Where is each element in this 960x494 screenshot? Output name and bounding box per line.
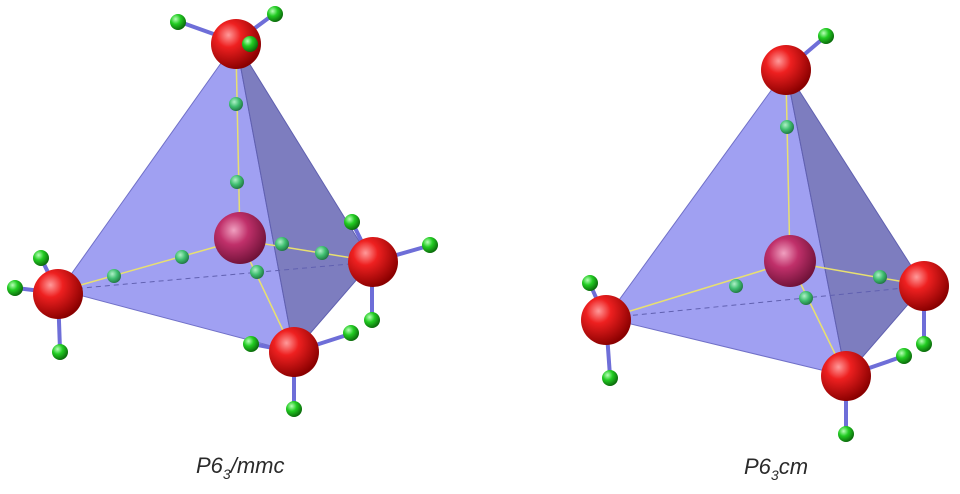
left-midpoint: [229, 97, 243, 111]
right-midpoint: [873, 270, 887, 284]
right-face-side: [785, 69, 925, 378]
left-hydrogen: [7, 280, 23, 296]
left-center-atom: [214, 212, 266, 264]
right-oxygen-right: [899, 261, 949, 311]
right-hydrogen-atoms: [582, 28, 932, 442]
right-label-main: P6: [744, 454, 772, 479]
right-tetrahedron: [605, 68, 925, 378]
left-midpoint: [175, 250, 189, 264]
left-hydrogen: [343, 325, 359, 341]
left-midpoint: [275, 237, 289, 251]
right-midpoint: [780, 120, 794, 134]
left-oxygen-top: [211, 19, 261, 69]
left-midpoint: [230, 175, 244, 189]
right-hydrogen: [916, 336, 932, 352]
right-hydrogen: [818, 28, 834, 44]
left-hydrogen: [344, 214, 360, 230]
right-structure: [581, 28, 949, 442]
left-hydrogen: [33, 250, 49, 266]
left-hydrogen-atoms: [7, 6, 438, 417]
right-bond-midpoints: [729, 120, 887, 305]
right-midpoint: [799, 291, 813, 305]
left-hbonds: [69, 49, 366, 346]
right-oxygen-left: [581, 295, 631, 345]
left-oxygen-right: [348, 237, 398, 287]
right-hydrogen: [582, 275, 598, 291]
right-oxygen-bottom: [821, 351, 871, 401]
left-structure: [7, 6, 438, 417]
right-hydrogen: [838, 426, 854, 442]
left-midpoint: [107, 269, 121, 283]
left-oxygen-bottom: [269, 327, 319, 377]
left-oxygen-left: [33, 269, 83, 319]
right-oxygen-top: [761, 45, 811, 95]
left-face-side: [235, 41, 373, 354]
left-bond-midpoints: [107, 97, 329, 283]
left-tetrahedron: [59, 40, 373, 354]
left-label-rest: /mmc: [229, 453, 285, 478]
right-center-atom: [764, 235, 816, 287]
left-label-sub: 3: [223, 466, 231, 482]
right-midpoint: [729, 279, 743, 293]
left-hydrogen: [242, 36, 258, 52]
left-midpoint: [250, 265, 264, 279]
left-hydrogen: [267, 6, 283, 22]
left-hydrogen: [286, 401, 302, 417]
left-hydrogen: [364, 312, 380, 328]
left-hydrogen: [422, 237, 438, 253]
left-oxygen-atoms: [33, 19, 398, 377]
left-hydrogen: [243, 336, 259, 352]
right-label-sub: 3: [771, 467, 779, 483]
left-midpoint: [315, 246, 329, 260]
left-hydrogen: [170, 14, 186, 30]
left-hidden-edge: [59, 261, 373, 291]
right-hydrogen: [602, 370, 618, 386]
left-space-group-label: P63/mmc: [196, 453, 284, 482]
right-oxygen-atoms: [581, 45, 949, 401]
left-label-main: P6: [196, 453, 224, 478]
right-space-group-label: P63cm: [744, 454, 808, 483]
left-hydrogen: [52, 344, 68, 360]
right-label-rest: cm: [779, 454, 808, 479]
right-hydrogen: [896, 348, 912, 364]
